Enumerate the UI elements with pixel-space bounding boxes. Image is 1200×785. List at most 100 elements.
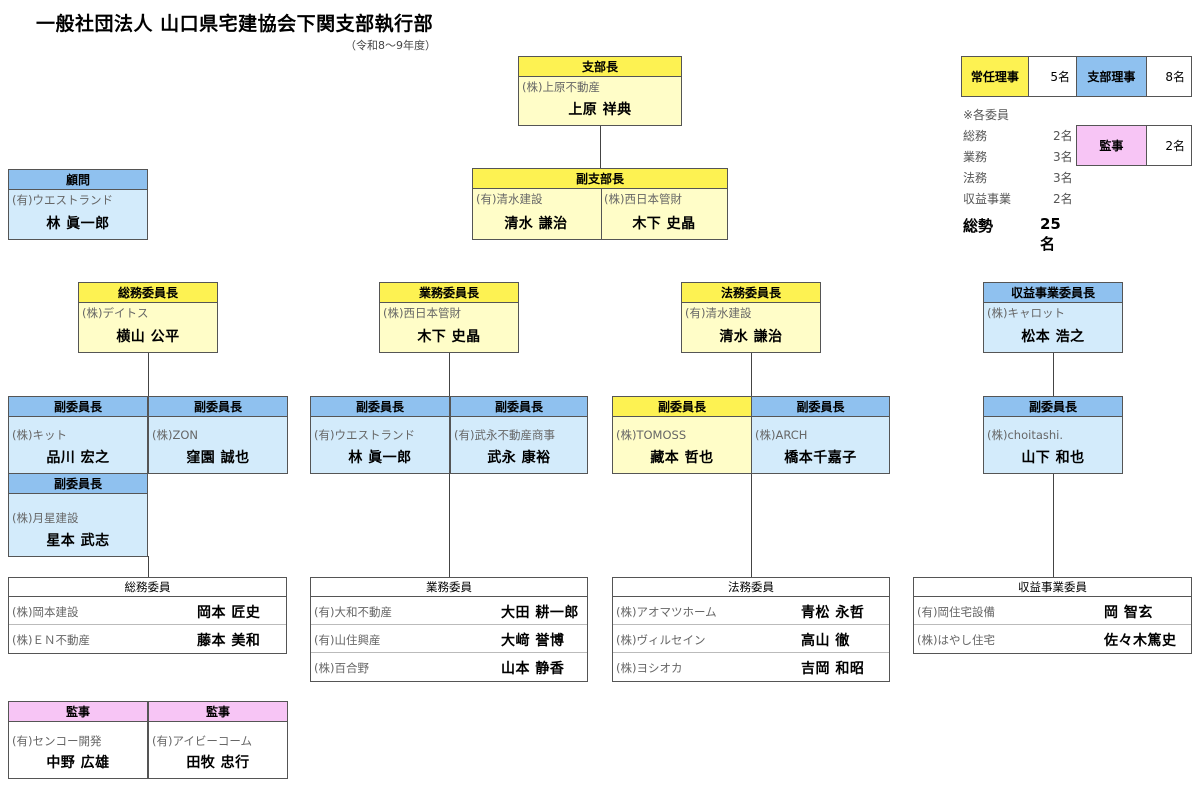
chair-shueki-company: (株)キャロット bbox=[987, 306, 1065, 320]
member-name: 高山 徹 bbox=[801, 633, 850, 649]
vice-chair-company: (株)TOMOSS bbox=[616, 428, 687, 442]
vice-chair-box: 副委員長 (有)ウエストランド 林 眞一郎 bbox=[310, 396, 450, 474]
advisor-name: 林 眞一郎 bbox=[46, 216, 110, 232]
connector-shueki-chair bbox=[1053, 352, 1054, 397]
vice-head-divider bbox=[601, 189, 602, 239]
member-name: 大田 耕一郎 bbox=[501, 605, 579, 621]
note-count: 3名 bbox=[1053, 150, 1073, 164]
member-name: 山本 静香 bbox=[501, 661, 565, 677]
branch-head-role: 支部長 bbox=[519, 57, 681, 77]
notes-heading: ※各委員 bbox=[963, 108, 1010, 122]
vice-head-name-1: 清水 謙治 bbox=[504, 216, 568, 232]
note-count: 2名 bbox=[1053, 129, 1073, 143]
chair-soumu-company: (株)デイトス bbox=[82, 306, 149, 320]
member-name: 岡本 匠史 bbox=[197, 605, 261, 621]
member-name: 佐々木篤史 bbox=[1104, 633, 1177, 649]
vice-chair-box: 副委員長 (株)ZON 窪園 誠也 bbox=[148, 396, 288, 474]
committee-gyomu-list: 業務委員 (有)大和不動産 大田 耕一郎 (有)山住興産 大﨑 誉博 (株)百合… bbox=[310, 577, 588, 682]
vice-chair-role: 副委員長 bbox=[149, 397, 287, 417]
auditor-role: 監事 bbox=[9, 702, 147, 722]
branch-head-box: 支部長 (株)上原不動産 上原 祥典 bbox=[518, 56, 682, 126]
vice-head-company-1: (有)清水建設 bbox=[476, 192, 543, 206]
member-company: (有)岡住宅設備 bbox=[917, 605, 995, 619]
member-company: (株)ヨシオカ bbox=[616, 661, 683, 675]
list-item: 総務 2名 bbox=[963, 127, 1073, 148]
member-company: (株)アオマツホーム bbox=[616, 605, 717, 619]
auditor-box: 監事 (有)アイビーコーム 田牧 忠行 bbox=[148, 701, 288, 779]
connector-gyomu-chair bbox=[449, 352, 450, 397]
connector-head-vice bbox=[600, 125, 601, 169]
list-item: (有)山住興産 大﨑 誉博 bbox=[311, 625, 587, 653]
vice-chair-name: 品川 宏之 bbox=[46, 450, 110, 466]
advisor-role: 顧問 bbox=[9, 170, 147, 190]
auditor-role: 監事 bbox=[149, 702, 287, 722]
committee-shueki-list: 収益事業委員 (有)岡住宅設備 岡 智玄 (株)はやし住宅 佐々木篤史 bbox=[913, 577, 1192, 654]
page-subtitle: （令和8～9年度） bbox=[345, 39, 436, 52]
vice-chair-company: (有)武永不動産商事 bbox=[454, 428, 555, 442]
list-item: 業務 3名 bbox=[963, 148, 1073, 169]
vice-head-role: 副支部長 bbox=[473, 169, 727, 189]
vice-chair-company: (株)月星建設 bbox=[12, 511, 79, 525]
auditor-company: (有)センコー開発 bbox=[12, 734, 102, 748]
member-company: (有)大和不動産 bbox=[314, 605, 392, 619]
committee-soumu-list: 総務委員 (株)岡本建設 岡本 匠史 (株)ＥＮ不動産 藤本 美和 bbox=[8, 577, 287, 654]
legend-standing-label: 常任理事 bbox=[962, 57, 1029, 96]
committee-title: 業務委員 bbox=[311, 578, 587, 597]
legend-auditor-label: 監事 bbox=[1077, 126, 1147, 165]
legend-standing-count: 5名 bbox=[1028, 57, 1076, 96]
auditor-name: 田牧 忠行 bbox=[186, 755, 250, 771]
vice-chair-role: 副委員長 bbox=[613, 397, 751, 417]
auditor-company: (有)アイビーコーム bbox=[152, 734, 253, 748]
connector-homu-members bbox=[751, 473, 752, 577]
list-item: (株)はやし住宅 佐々木篤史 bbox=[914, 625, 1191, 653]
vice-chair-box: 副委員長 (株)TOMOSS 藏本 哲也 bbox=[612, 396, 752, 474]
note-count: 2名 bbox=[1053, 192, 1073, 206]
list-item: (株)岡本建設 岡本 匠史 bbox=[9, 597, 286, 625]
member-name: 藤本 美和 bbox=[197, 633, 261, 649]
legend-auditor: 監事 2名 bbox=[1076, 125, 1192, 166]
member-company: (有)山住興産 bbox=[314, 633, 381, 647]
member-name: 岡 智玄 bbox=[1104, 605, 1153, 621]
vice-chair-role: 副委員長 bbox=[9, 474, 147, 494]
branch-head-name: 上原 祥典 bbox=[568, 102, 632, 118]
member-company: (株)はやし住宅 bbox=[917, 633, 995, 647]
vice-chair-box: 副委員長 (株)ARCH 橋本千嘉子 bbox=[751, 396, 890, 474]
vice-head-box: 副支部長 (有)清水建設 清水 謙治 (株)西日本管財 木下 史晶 bbox=[472, 168, 728, 240]
vice-chair-company: (株)キット bbox=[12, 428, 67, 442]
vice-chair-box: 副委員長 (株)choitashi. 山下 和也 bbox=[983, 396, 1123, 474]
total-value: 25名 bbox=[1040, 215, 1061, 253]
chair-shueki-box: 収益事業委員長 (株)キャロット 松本 浩之 bbox=[983, 282, 1123, 353]
list-item: (株)ヨシオカ 吉岡 和昭 bbox=[613, 653, 889, 681]
member-name: 吉岡 和昭 bbox=[801, 661, 865, 677]
chair-homu-company: (有)清水建設 bbox=[685, 306, 752, 320]
note-name: 法務 bbox=[963, 171, 988, 185]
list-item: (株)ＥＮ不動産 藤本 美和 bbox=[9, 625, 286, 653]
member-company: (株)ヴィルセイン bbox=[616, 633, 706, 647]
vice-chair-box: 副委員長 (株)キット 品川 宏之 bbox=[8, 396, 148, 474]
list-item: (株)アオマツホーム 青松 永哲 bbox=[613, 597, 889, 625]
chair-shueki-role: 収益事業委員長 bbox=[984, 283, 1122, 303]
vice-chair-name: 藏本 哲也 bbox=[650, 450, 714, 466]
list-item: 法務 3名 bbox=[963, 169, 1073, 190]
vice-chair-company: (株)ARCH bbox=[755, 428, 808, 442]
vice-chair-name: 林 眞一郎 bbox=[348, 450, 412, 466]
list-item: (有)岡住宅設備 岡 智玄 bbox=[914, 597, 1191, 625]
legend-branch-count: 8名 bbox=[1146, 57, 1191, 96]
chair-gyomu-role: 業務委員長 bbox=[380, 283, 518, 303]
page-title: 一般社団法人 山口県宅建協会下関支部執行部 bbox=[36, 13, 434, 35]
committee-homu-list: 法務委員 (株)アオマツホーム 青松 永哲 (株)ヴィルセイン 高山 徹 (株)… bbox=[612, 577, 890, 682]
connector-homu-chair bbox=[751, 352, 752, 397]
chair-shueki-name: 松本 浩之 bbox=[1021, 329, 1085, 345]
committee-title: 法務委員 bbox=[613, 578, 889, 597]
chair-gyomu-box: 業務委員長 (株)西日本管財 木下 史晶 bbox=[379, 282, 519, 353]
vice-head-name-2: 木下 史晶 bbox=[632, 216, 696, 232]
advisor-company: (有)ウエストランド bbox=[12, 193, 113, 207]
advisor-box: 顧問 (有)ウエストランド 林 眞一郎 bbox=[8, 169, 148, 240]
note-name: 収益事業 bbox=[963, 192, 1012, 206]
list-item: 収益事業 2名 bbox=[963, 190, 1073, 211]
committee-title: 収益事業委員 bbox=[914, 578, 1191, 597]
legend-branch-label: 支部理事 bbox=[1077, 57, 1147, 96]
total-count: 総勢 25名 bbox=[963, 215, 1061, 253]
member-company: (株)ＥＮ不動産 bbox=[12, 633, 90, 647]
vice-chair-company: (有)ウエストランド bbox=[314, 428, 415, 442]
